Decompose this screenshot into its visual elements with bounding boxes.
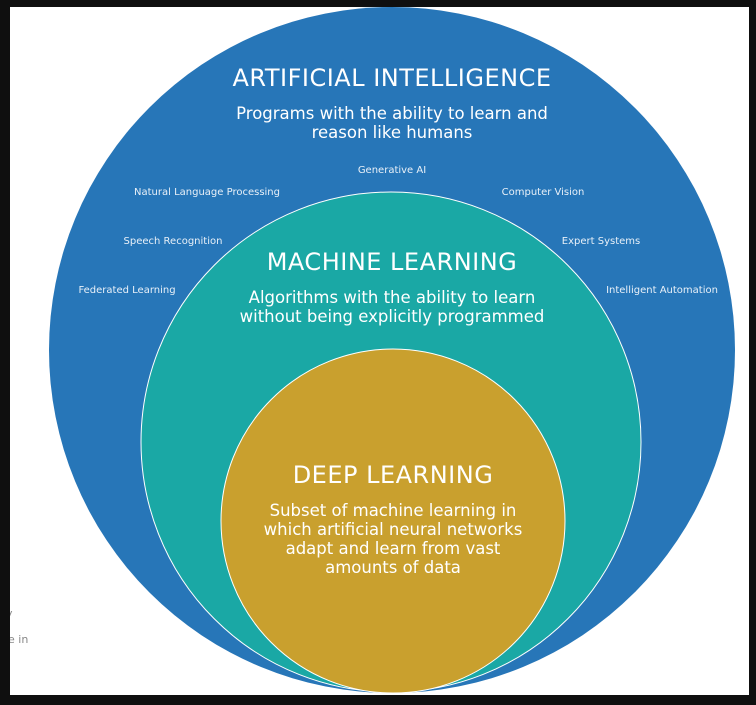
ai-field-label: Intelligent Automation [606,285,718,296]
ai-field-label: Federated Learning [78,285,176,296]
dl-description: Subset of machine learning in which arti… [264,501,523,577]
dl-desc-line: adapt and learn from vast [285,539,501,558]
dl-title: DEEP LEARNING [292,461,494,489]
ai-description: Programs with the ability to learn and r… [236,104,548,142]
ai-desc-line: Programs with the ability to learn and [236,104,548,123]
ai-field-label: Generative AI [357,165,427,176]
dl-circle [220,348,566,694]
ml-desc-line: without being explicitly programmed [239,307,545,326]
diagram-canvas: ARTIFICIAL INTELLIGENCE Programs with th… [10,7,749,695]
cut-off-text: e in [10,633,29,646]
dl-desc-line: amounts of data [325,558,461,577]
ml-desc-line: Algorithms with the ability to learn [248,288,536,307]
ai-title: ARTIFICIAL INTELLIGENCE [232,64,552,92]
dl-desc-line: Subset of machine learning in [269,501,517,520]
ml-title: MACHINE LEARNING [266,248,518,276]
ai-field-label: Natural Language Processing [134,187,280,198]
ai-field-label: Computer Vision [501,187,585,198]
ai-field-label: Expert Systems [561,236,641,247]
nested-circles [49,7,735,694]
ai-field-label: Speech Recognition [123,236,223,247]
dl-desc-line: which artificial neural networks [263,520,523,539]
ai-desc-line: reason like humans [311,123,473,142]
ml-description: Algorithms with the ability to learn wit… [240,288,545,326]
cut-off-text: y [10,607,13,620]
